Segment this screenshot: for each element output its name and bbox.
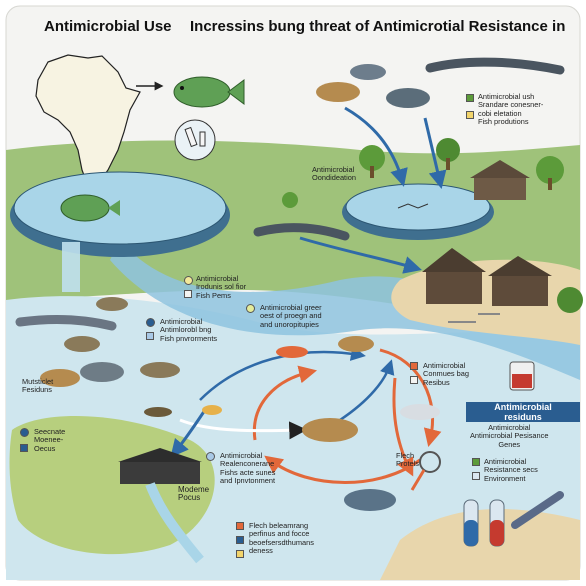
modeme-label: Modeme Pocus <box>178 485 210 503</box>
title-left: Antimicrobial Use <box>44 18 172 35</box>
label-right-mid-swatch-orange <box>410 362 418 370</box>
top-fish-group <box>316 57 565 108</box>
label-b-dot <box>146 318 155 327</box>
right-pond <box>342 183 494 240</box>
legend-swatch-yellow <box>466 111 474 119</box>
pond-label: Antimicrobial Oondideation <box>312 165 356 183</box>
legend-top-right-text: Antimicrobial ush Srandare conesner- cob… <box>478 92 544 127</box>
bottom-shore <box>380 508 580 580</box>
label-env-swatch-green <box>472 458 480 466</box>
antimicrobial-residues-box: Antimicrobial residuns <box>466 402 580 422</box>
label-env-swatch-blue <box>472 472 480 480</box>
lower-left-swatch <box>20 444 28 452</box>
trees <box>282 138 583 313</box>
left-pond <box>10 171 230 292</box>
tilapia-fish-icon <box>173 76 245 108</box>
left-residue-label: Mutsticlet Fesiduns <box>22 377 54 395</box>
lower-barn <box>118 448 204 564</box>
label-a-swatch <box>184 290 192 298</box>
right-mid-label: Antimicrobial Conmues bag Resibus <box>423 361 470 387</box>
river <box>110 240 580 380</box>
lower-center-dot <box>206 452 215 461</box>
label-a-dot <box>184 276 193 285</box>
label-b-swatch <box>146 332 154 340</box>
shore-pipes <box>448 313 500 323</box>
label-c-dot <box>246 304 255 313</box>
bottom-swatch-blue <box>236 536 244 544</box>
right-genes-label: Antimicrobial Antimicrobial Pesisance Ge… <box>470 423 549 449</box>
center-label-b: Antimicrobial Antimlorobl bng Fish pnvro… <box>160 317 218 343</box>
center-fish-group <box>144 336 440 511</box>
petri-jar-icon <box>509 361 535 391</box>
lower-center-label: Antimicrobial Realenconerane Fishs acte … <box>220 451 276 486</box>
center-label-c: Antimicrobial greer oest of proegn and a… <box>260 303 322 329</box>
lower-left-dot <box>20 428 29 437</box>
bottom-swatch-orange <box>236 522 244 530</box>
bottom-label: Flech beleamrang perfinus and focce beoe… <box>249 521 314 556</box>
title-right: Incressins bung threat of Antimicrotial … <box>190 18 566 35</box>
legend-swatch-green <box>466 94 474 102</box>
africa-map-icon <box>35 54 141 187</box>
left-fish-stack <box>15 297 180 387</box>
farm-hut-icon <box>470 160 530 200</box>
test-vial-icon <box>174 119 216 161</box>
test-tube-icon <box>463 491 564 547</box>
flech-label: Flech Protels <box>396 451 420 469</box>
lower-left-label: Seecnate Moenee- Oecus <box>34 427 66 453</box>
label-right-mid-swatch-white <box>410 376 418 384</box>
shore-huts <box>422 248 552 306</box>
bottom-swatch-yellow <box>236 550 244 558</box>
catfish-icon <box>253 223 350 241</box>
magnifier-icon <box>410 451 441 491</box>
right-env-label: Antimicrobial Resistance secs Environmen… <box>484 457 538 483</box>
center-label-a: Antimicrobial Irodunis sol fior Fish Pem… <box>196 274 247 300</box>
